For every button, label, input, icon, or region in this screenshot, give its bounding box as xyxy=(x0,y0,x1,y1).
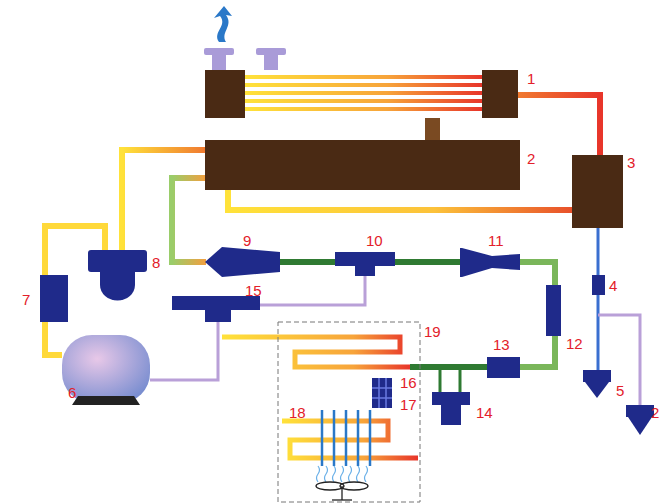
callout-number: 6 xyxy=(68,385,76,400)
callout-number: 4 xyxy=(609,278,617,293)
callout-number: 19 xyxy=(424,324,441,339)
callout-number: 12 xyxy=(566,336,583,351)
callout-number: 8 xyxy=(152,255,160,270)
callout-number: 3 xyxy=(627,155,635,170)
callout-number: 5 xyxy=(616,383,624,398)
callout-number: 15 xyxy=(245,283,262,298)
callout-number: 17 xyxy=(400,397,417,412)
callout-number: 2 xyxy=(651,405,659,420)
callout-number: 16 xyxy=(400,375,417,390)
callout-number: 7 xyxy=(22,292,30,307)
callout-number: 10 xyxy=(366,233,383,248)
callout-number: 13 xyxy=(493,337,510,352)
callout-number: 11 xyxy=(488,233,504,248)
callout-number: 2 xyxy=(527,151,535,166)
callout-number: 18 xyxy=(289,405,306,420)
callout-number: 14 xyxy=(476,405,493,420)
callout-number: 1 xyxy=(527,71,535,86)
callout-number: 9 xyxy=(243,233,251,248)
